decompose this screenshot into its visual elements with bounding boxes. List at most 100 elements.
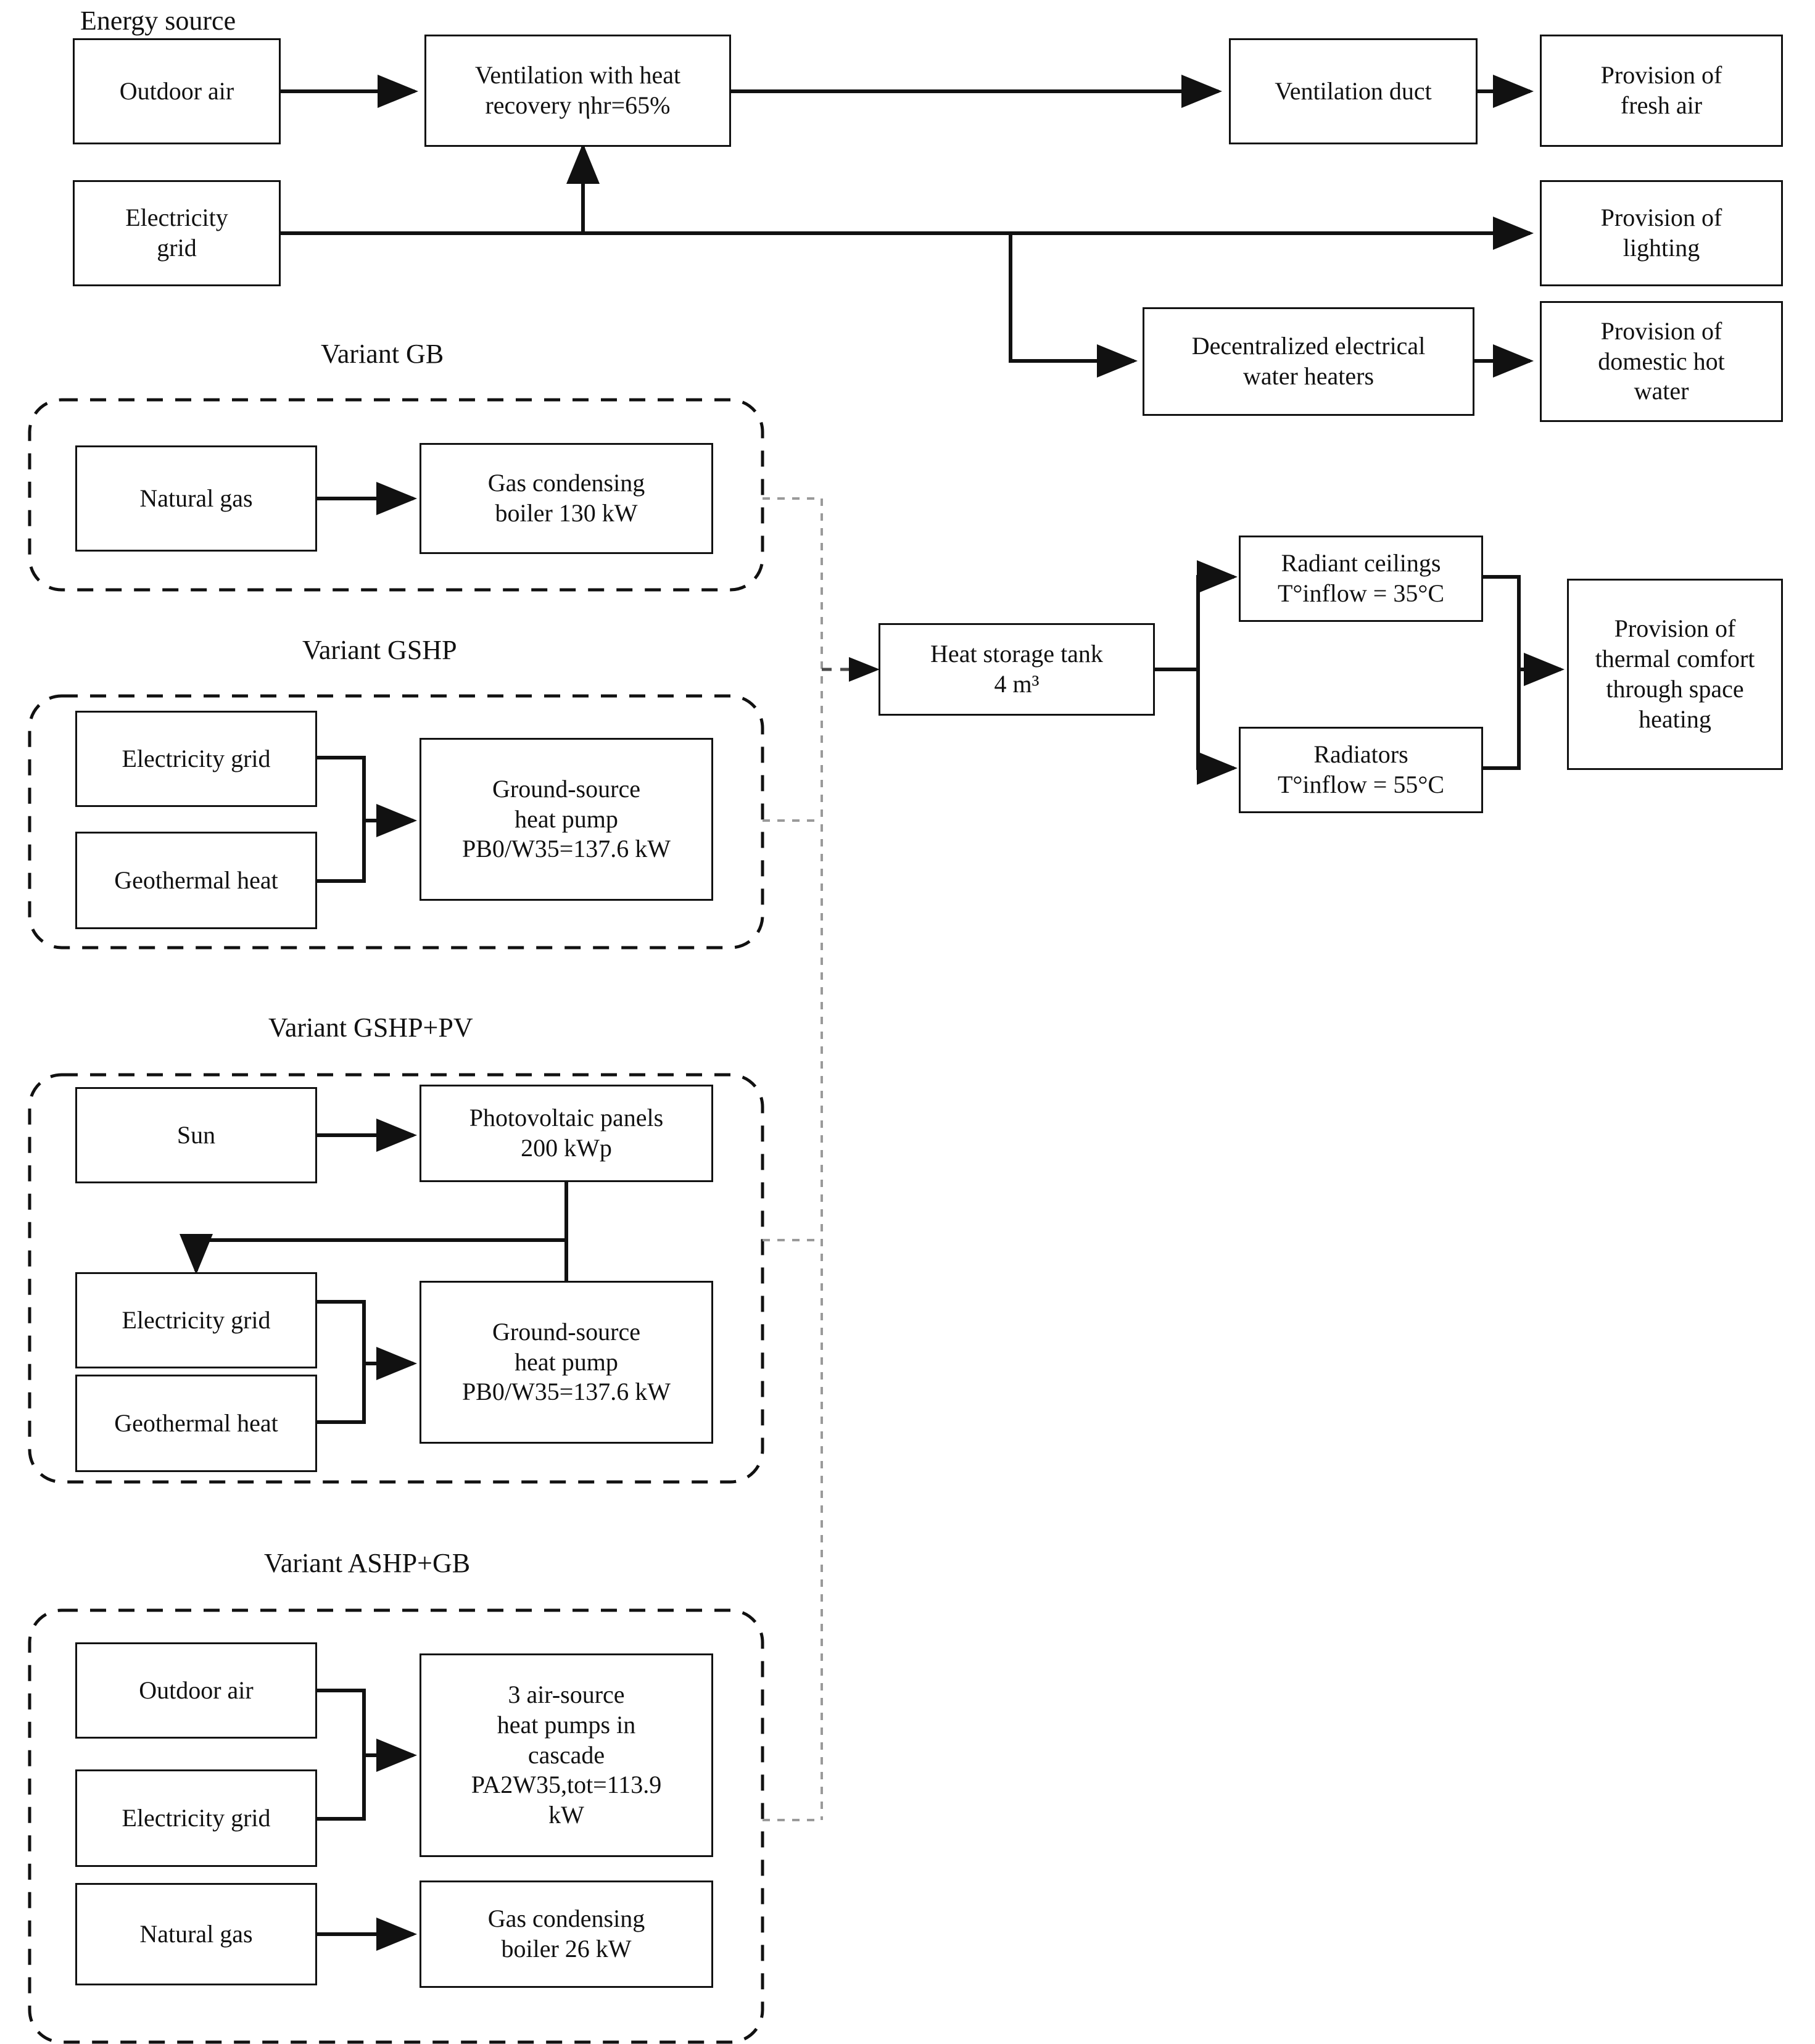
line-grid-to-merge-gshp xyxy=(316,756,366,821)
node-label-line2: water heaters xyxy=(1242,362,1375,390)
node-ground-source-heat-pump-gshp[interactable]: Ground-source heat pump PB0/W35=137.6 kW xyxy=(420,738,713,901)
node-label-line2: T°inflow = 35°C xyxy=(1277,579,1445,607)
variant-title-gshp: Variant GSHP xyxy=(302,635,457,665)
node-electricity-grid-gshp[interactable]: Electricity grid xyxy=(75,711,317,807)
node-outdoor-air-ashp[interactable]: Outdoor air xyxy=(75,1642,317,1739)
line-geothermal-to-merge-gshp xyxy=(316,821,366,883)
node-provision-domestic-hot-water[interactable]: Provision of domestic hot water xyxy=(1540,301,1783,422)
node-label-line2: heat pump xyxy=(515,1347,618,1376)
node-label-line1: Provision of xyxy=(1614,614,1736,643)
node-radiant-ceilings[interactable]: Radiant ceilings T°inflow = 35°C xyxy=(1239,536,1483,622)
node-label-line2: grid xyxy=(157,234,197,262)
variant-group-outline xyxy=(28,398,764,2044)
node-label-line2: 4 m³ xyxy=(994,670,1040,698)
line-radiant-ceilings-to-merge xyxy=(1482,575,1521,669)
node-label-line1: Gas condensing xyxy=(487,1905,645,1933)
node-label-line1: Radiant ceilings xyxy=(1281,549,1441,577)
node-label-line1: Provision of xyxy=(1600,204,1722,232)
line-geothermal-to-merge-gshppv xyxy=(316,1363,366,1424)
node-photovoltaic-panels[interactable]: Photovoltaic panels 200 kWp xyxy=(420,1085,713,1182)
node-electricity-grid-ashp[interactable]: Electricity grid xyxy=(75,1769,317,1867)
node-label-line2: T°inflow = 55°C xyxy=(1277,771,1445,798)
node-label-line1: 3 air-source xyxy=(508,1681,625,1708)
section-label-energy-source: Energy source xyxy=(80,6,236,36)
node-label: Electricity grid xyxy=(122,1803,271,1832)
line-outdoor-air-to-merge-ashp xyxy=(316,1689,366,1755)
node-geothermal-heat-gshp-pv[interactable]: Geothermal heat xyxy=(75,1375,317,1472)
node-decentralized-water-heaters[interactable]: Decentralized electrical water heaters xyxy=(1143,307,1474,416)
node-label-line1: Radiators xyxy=(1313,740,1408,769)
node-label-line5: kW xyxy=(548,1801,584,1829)
variant-title-ashp-gb: Variant ASHP+GB xyxy=(264,1548,471,1578)
node-label-line2: boiler 26 kW xyxy=(501,1935,632,1963)
node-provision-thermal-comfort[interactable]: Provision of thermal comfort through spa… xyxy=(1567,579,1783,770)
variant-title-gshp-pv: Variant GSHP+PV xyxy=(268,1012,473,1043)
group-box-gb xyxy=(28,398,764,592)
node-outdoor-air-top[interactable]: Outdoor air xyxy=(73,38,281,144)
node-electricity-grid-gshp-pv[interactable]: Electricity grid xyxy=(75,1272,317,1368)
node-label-line1: Ground-source xyxy=(492,774,640,803)
group-box-gshp xyxy=(28,694,764,950)
arrow-pv-to-grid xyxy=(180,1180,568,1275)
node-label-line2: 200 kWp xyxy=(521,1134,612,1162)
node-ventilation-duct[interactable]: Ventilation duct xyxy=(1229,38,1478,144)
node-label: Outdoor air xyxy=(139,1676,254,1704)
node-gas-condensing-boiler-ashp[interactable]: Gas condensing boiler 26 kW xyxy=(420,1881,713,1988)
node-label: Geothermal heat xyxy=(114,866,278,894)
node-provision-lighting[interactable]: Provision of lighting xyxy=(1540,180,1783,286)
node-label: Natural gas xyxy=(139,484,253,512)
node-label: Sun xyxy=(176,1120,216,1149)
node-air-source-heat-pumps[interactable]: 3 air-source heat pumps in cascade PA2W3… xyxy=(420,1653,713,1857)
node-label-line2: boiler 130 kW xyxy=(495,499,638,527)
node-sun-gshp-pv[interactable]: Sun xyxy=(75,1087,317,1183)
node-label-line1: Decentralized electrical xyxy=(1191,332,1426,360)
node-electricity-grid-top[interactable]: Electricity grid xyxy=(73,180,281,286)
node-ventilation-heat-recovery[interactable]: Ventilation with heat recovery ηhr=65% xyxy=(424,35,731,147)
node-label-line1: Provision of xyxy=(1600,61,1722,89)
node-label-line2: lighting xyxy=(1623,234,1700,262)
node-label-line1: Photovoltaic panels xyxy=(469,1104,664,1132)
variant-title-gb: Variant GB xyxy=(321,339,444,369)
node-label: Natural gas xyxy=(139,1919,253,1948)
line-radiators-to-merge xyxy=(1482,669,1521,770)
node-label-line2: fresh air xyxy=(1620,91,1703,119)
group-box-gshp-pv xyxy=(28,1073,764,1484)
node-radiators[interactable]: Radiators T°inflow = 55°C xyxy=(1239,727,1483,813)
node-label-line2: recovery ηhr=65% xyxy=(485,91,671,119)
node-label-line3: PB0/W35=137.6 kW xyxy=(461,835,671,863)
node-label: Outdoor air xyxy=(119,77,234,105)
node-label-line4: PA2W35,tot=113.9 xyxy=(471,1771,662,1799)
node-natural-gas-ashp[interactable]: Natural gas xyxy=(75,1883,317,1985)
node-label-line2: thermal comfort xyxy=(1595,645,1755,673)
node-label-line3: water xyxy=(1634,377,1689,405)
node-geothermal-heat-gshp[interactable]: Geothermal heat xyxy=(75,832,317,929)
node-label-line1: Heat storage tank xyxy=(930,640,1103,668)
arrow-tank-to-radiators xyxy=(1196,669,1238,785)
node-label-line2: heat pump xyxy=(515,805,618,833)
node-label: Geothermal heat xyxy=(114,1409,278,1437)
node-label-line1: Ventilation with heat xyxy=(474,61,681,89)
node-label-line3: through space xyxy=(1606,675,1744,703)
node-label-line1: Provision of xyxy=(1600,317,1722,345)
line-grid-to-merge-ashp xyxy=(316,1755,366,1821)
node-heat-storage-tank[interactable]: Heat storage tank 4 m³ xyxy=(879,623,1155,716)
node-natural-gas-gb[interactable]: Natural gas xyxy=(75,445,317,552)
node-ground-source-heat-pump-gshp-pv[interactable]: Ground-source heat pump PB0/W35=137.6 kW xyxy=(420,1281,713,1444)
arrow-grid-to-dhw-heaters xyxy=(1009,233,1138,378)
node-label-line3: cascade xyxy=(527,1740,605,1769)
node-label: Electricity grid xyxy=(122,1305,271,1334)
node-label: Ventilation duct xyxy=(1275,77,1432,105)
node-label-line1: Gas condensing xyxy=(487,469,645,497)
line-grid-to-merge-gshppv xyxy=(316,1300,366,1363)
node-label-line2: domestic hot xyxy=(1598,347,1725,375)
node-label-line4: heating xyxy=(1639,705,1711,733)
node-gas-condensing-boiler-gb[interactable]: Gas condensing boiler 130 kW xyxy=(420,443,713,554)
node-label-line3: PB0/W35=137.6 kW xyxy=(461,1378,671,1406)
node-label-line2: heat pumps in xyxy=(497,1710,636,1739)
node-label: Electricity grid xyxy=(122,744,271,772)
arrow-tank-to-radiant-ceilings xyxy=(1155,560,1238,671)
node-provision-fresh-air[interactable]: Provision of fresh air xyxy=(1540,35,1783,147)
node-label-line1: Ground-source xyxy=(492,1317,640,1346)
